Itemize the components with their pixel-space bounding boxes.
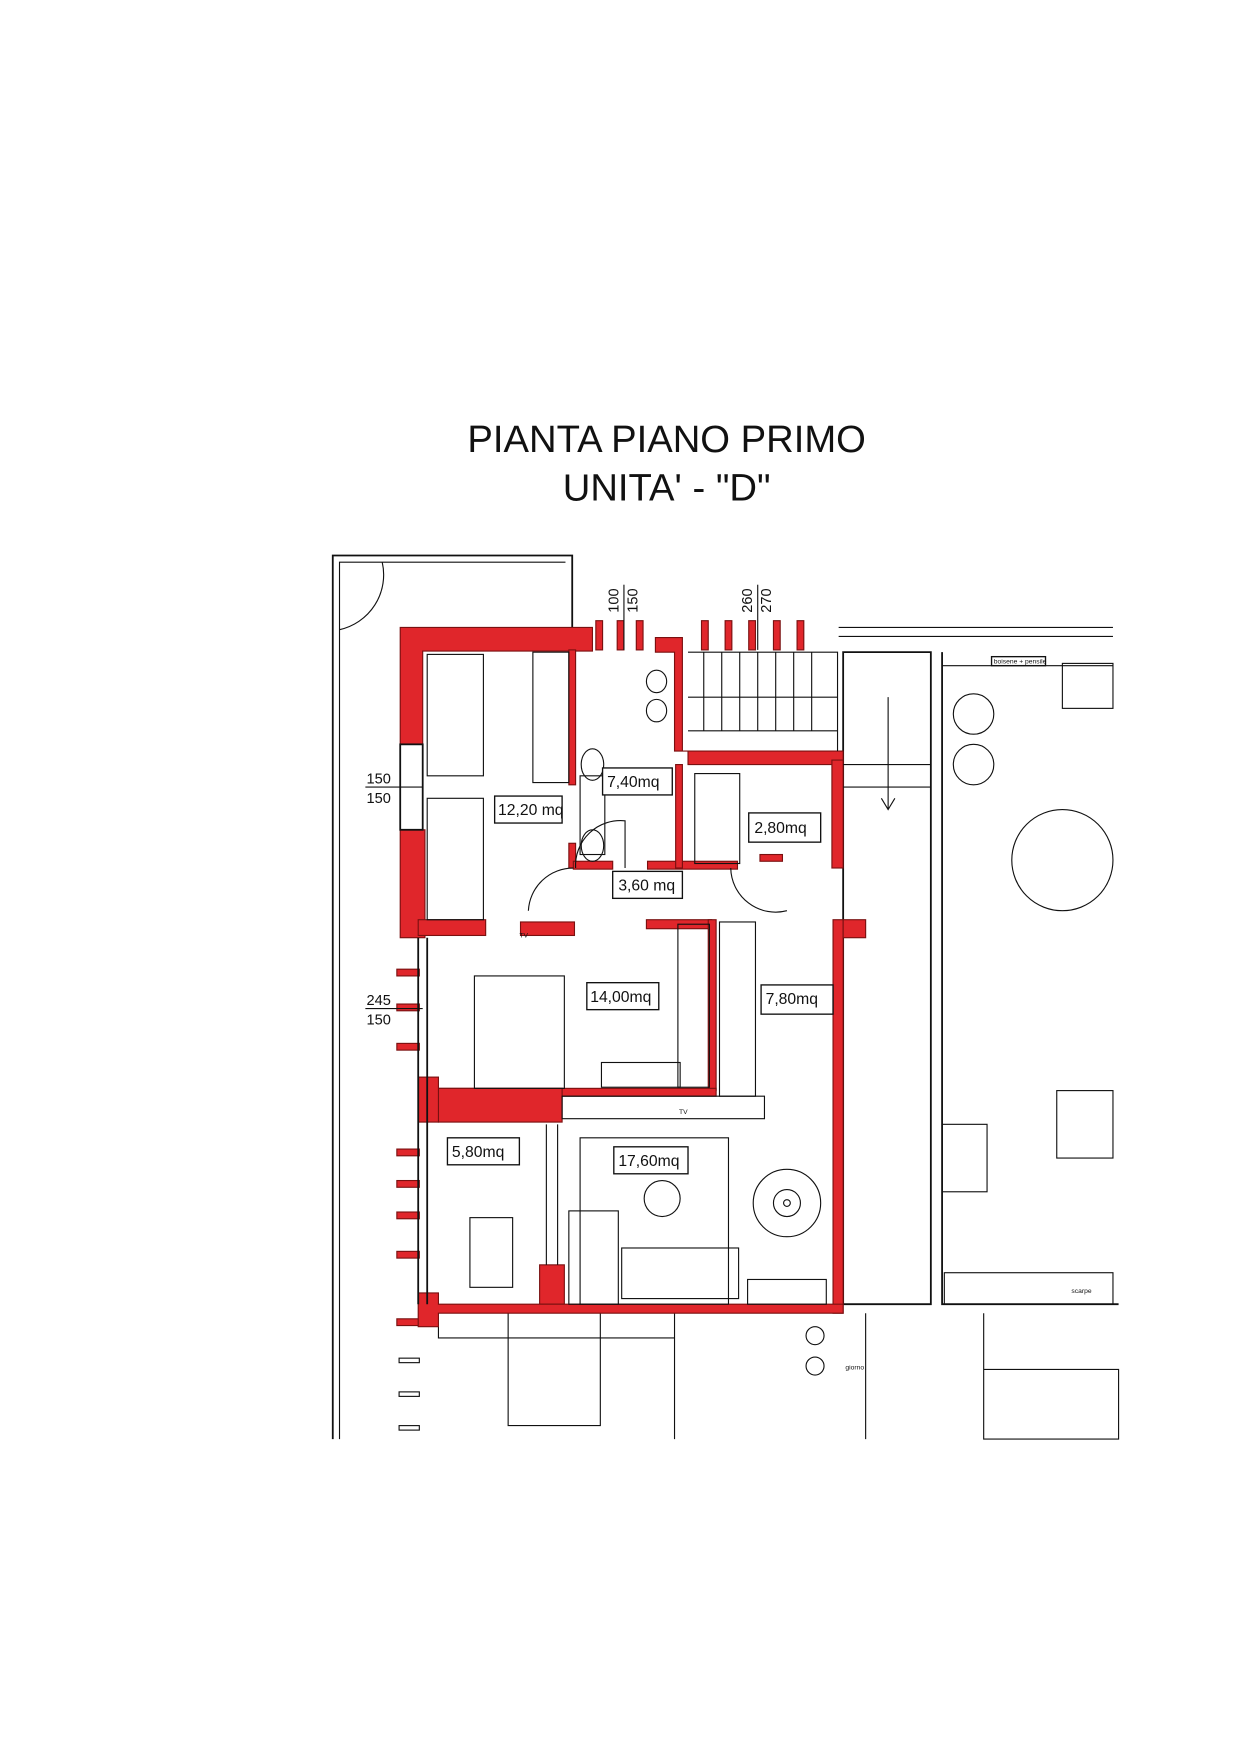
dim-left-1-lower: 150	[366, 791, 390, 807]
dim-top-2-lower: 270	[759, 588, 775, 612]
dim-top-1-upper: 100	[606, 588, 622, 612]
room-area-entrance: 7,80mq	[766, 991, 818, 1008]
plan-title-line1: PIANTA PIANO PRIMO	[467, 418, 866, 461]
room-area-kitchen: 5,80mq	[452, 1144, 504, 1161]
walls	[399, 626, 867, 1328]
dim-top-2-upper: 260	[740, 588, 756, 612]
staircase	[688, 651, 931, 811]
room-area-hallway: 3,60 mq	[618, 877, 675, 894]
furniture	[426, 651, 1114, 1376]
dim-left-1-upper: 150	[366, 772, 390, 788]
room-area-bedroom-2: 12,20 mq	[498, 802, 564, 819]
room-area-bathroom: 7,40mq	[607, 774, 659, 791]
neighbor-label-2: scarpe	[1071, 1288, 1091, 1295]
neighbor-label: giorno	[845, 1364, 864, 1371]
dimensions: 100 150 260 270 150 150 245 150	[365, 584, 775, 1028]
tv-label-bedroom: TV	[519, 933, 528, 940]
room-area-living: 17,60mq	[618, 1153, 679, 1170]
room-area-utility: 2,80mq	[754, 820, 806, 837]
balcony-posts	[396, 968, 420, 1431]
plan-title-line2: UNITA' - "D"	[563, 466, 771, 509]
room-labels: 12,20 mq 7,40mq 2,80mq 3,60 mq 14,00mq 7…	[446, 767, 834, 1175]
dim-left-2-lower: 150	[366, 1012, 390, 1028]
cabinet-label: boisene + pensile	[994, 658, 1047, 665]
room-area-bedroom-1: 14,00mq	[590, 989, 651, 1006]
dim-left-2-upper: 245	[366, 993, 390, 1009]
tv-label-living: TV	[679, 1109, 688, 1116]
top-posts	[595, 620, 805, 651]
dim-top-1-lower: 150	[625, 588, 641, 612]
